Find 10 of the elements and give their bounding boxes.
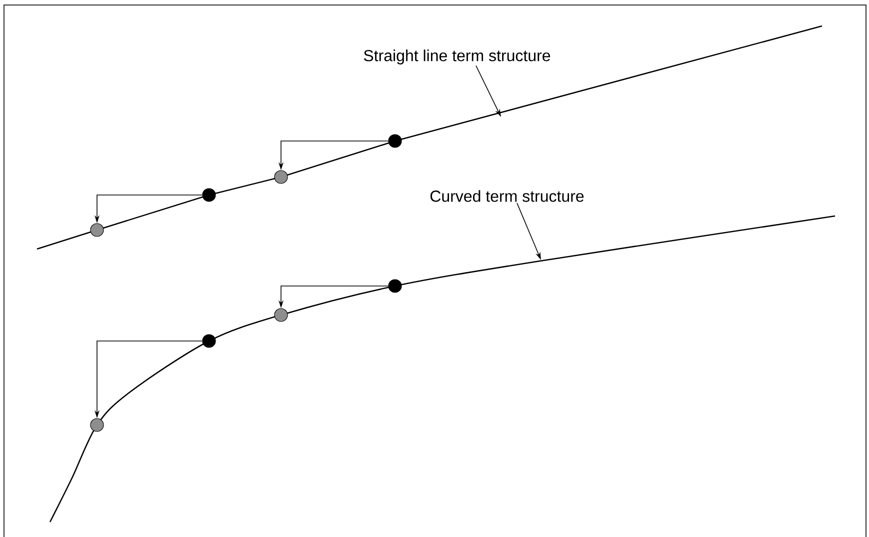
- point-marker: [274, 308, 288, 322]
- curve-label: Straight line term structure: [364, 50, 550, 64]
- point-marker: [202, 334, 216, 348]
- point-marker: [90, 418, 104, 432]
- point-marker: [202, 188, 216, 202]
- point-marker: [90, 223, 104, 237]
- point-marker: [388, 279, 402, 293]
- point-marker: [388, 134, 402, 148]
- curve-label: Curved term structure: [430, 190, 584, 202]
- point-marker: [274, 170, 288, 184]
